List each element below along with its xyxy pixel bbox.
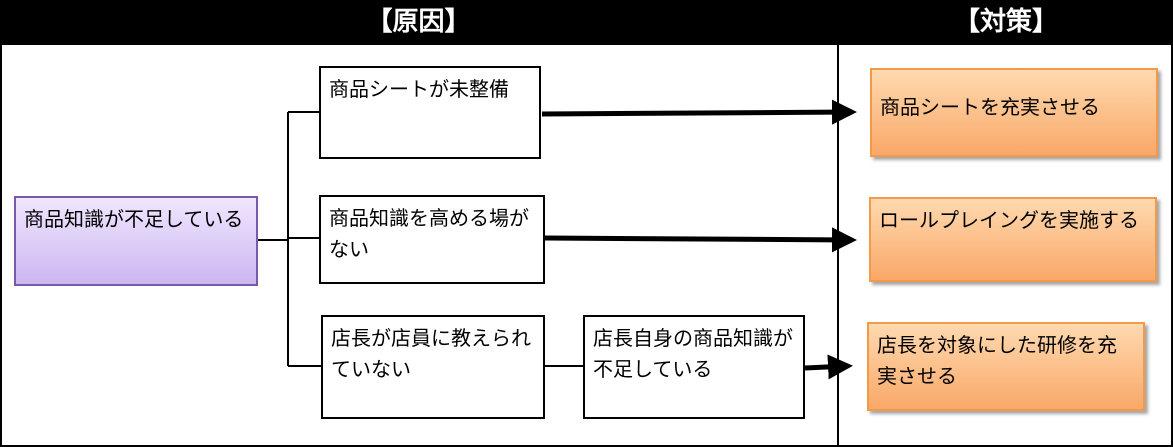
arrow-1 bbox=[541, 99, 857, 125]
cause-label-2: 商品知識を高める場がない bbox=[329, 206, 529, 261]
cause-label-1: 商品シートが未整備 bbox=[329, 77, 509, 101]
cause-box-3: 店長が店員に教えられていない bbox=[321, 315, 545, 419]
cause-box-1: 商品シートが未整備 bbox=[319, 66, 541, 159]
root-cause-label: 商品知識が不足している bbox=[24, 207, 244, 231]
root-cause-box: 商品知識が不足している bbox=[14, 196, 258, 286]
measure-header: 【対策】 bbox=[953, 7, 1058, 37]
arrow-2 bbox=[544, 227, 857, 253]
header-bar bbox=[0, 0, 1173, 45]
measure-label-3: 店長を対象にした研修を充実させる bbox=[877, 333, 1117, 388]
column-divider bbox=[837, 0, 839, 447]
cause-box-2: 商品知識を高める場がない bbox=[319, 195, 545, 284]
measure-box-3: 店長を対象にした研修を充実させる bbox=[867, 322, 1145, 411]
measure-box-2: ロールプレイングを実施する bbox=[869, 197, 1157, 282]
sub-cause-box: 店長自身の商品知識が不足している bbox=[583, 315, 805, 419]
sub-cause-label: 店長自身の商品知識が不足している bbox=[593, 326, 793, 381]
measure-label-1: 商品シートを充実させる bbox=[880, 95, 1100, 119]
arrow-3 bbox=[804, 354, 853, 380]
measure-label-2: ロールプレイングを実施する bbox=[879, 208, 1139, 232]
cause-header: 【原因】 bbox=[366, 7, 471, 37]
cause-label-3: 店長が店員に教えられていない bbox=[331, 326, 531, 381]
measure-box-1: 商品シートを充実させる bbox=[870, 68, 1158, 157]
diagram-frame bbox=[0, 45, 1173, 447]
